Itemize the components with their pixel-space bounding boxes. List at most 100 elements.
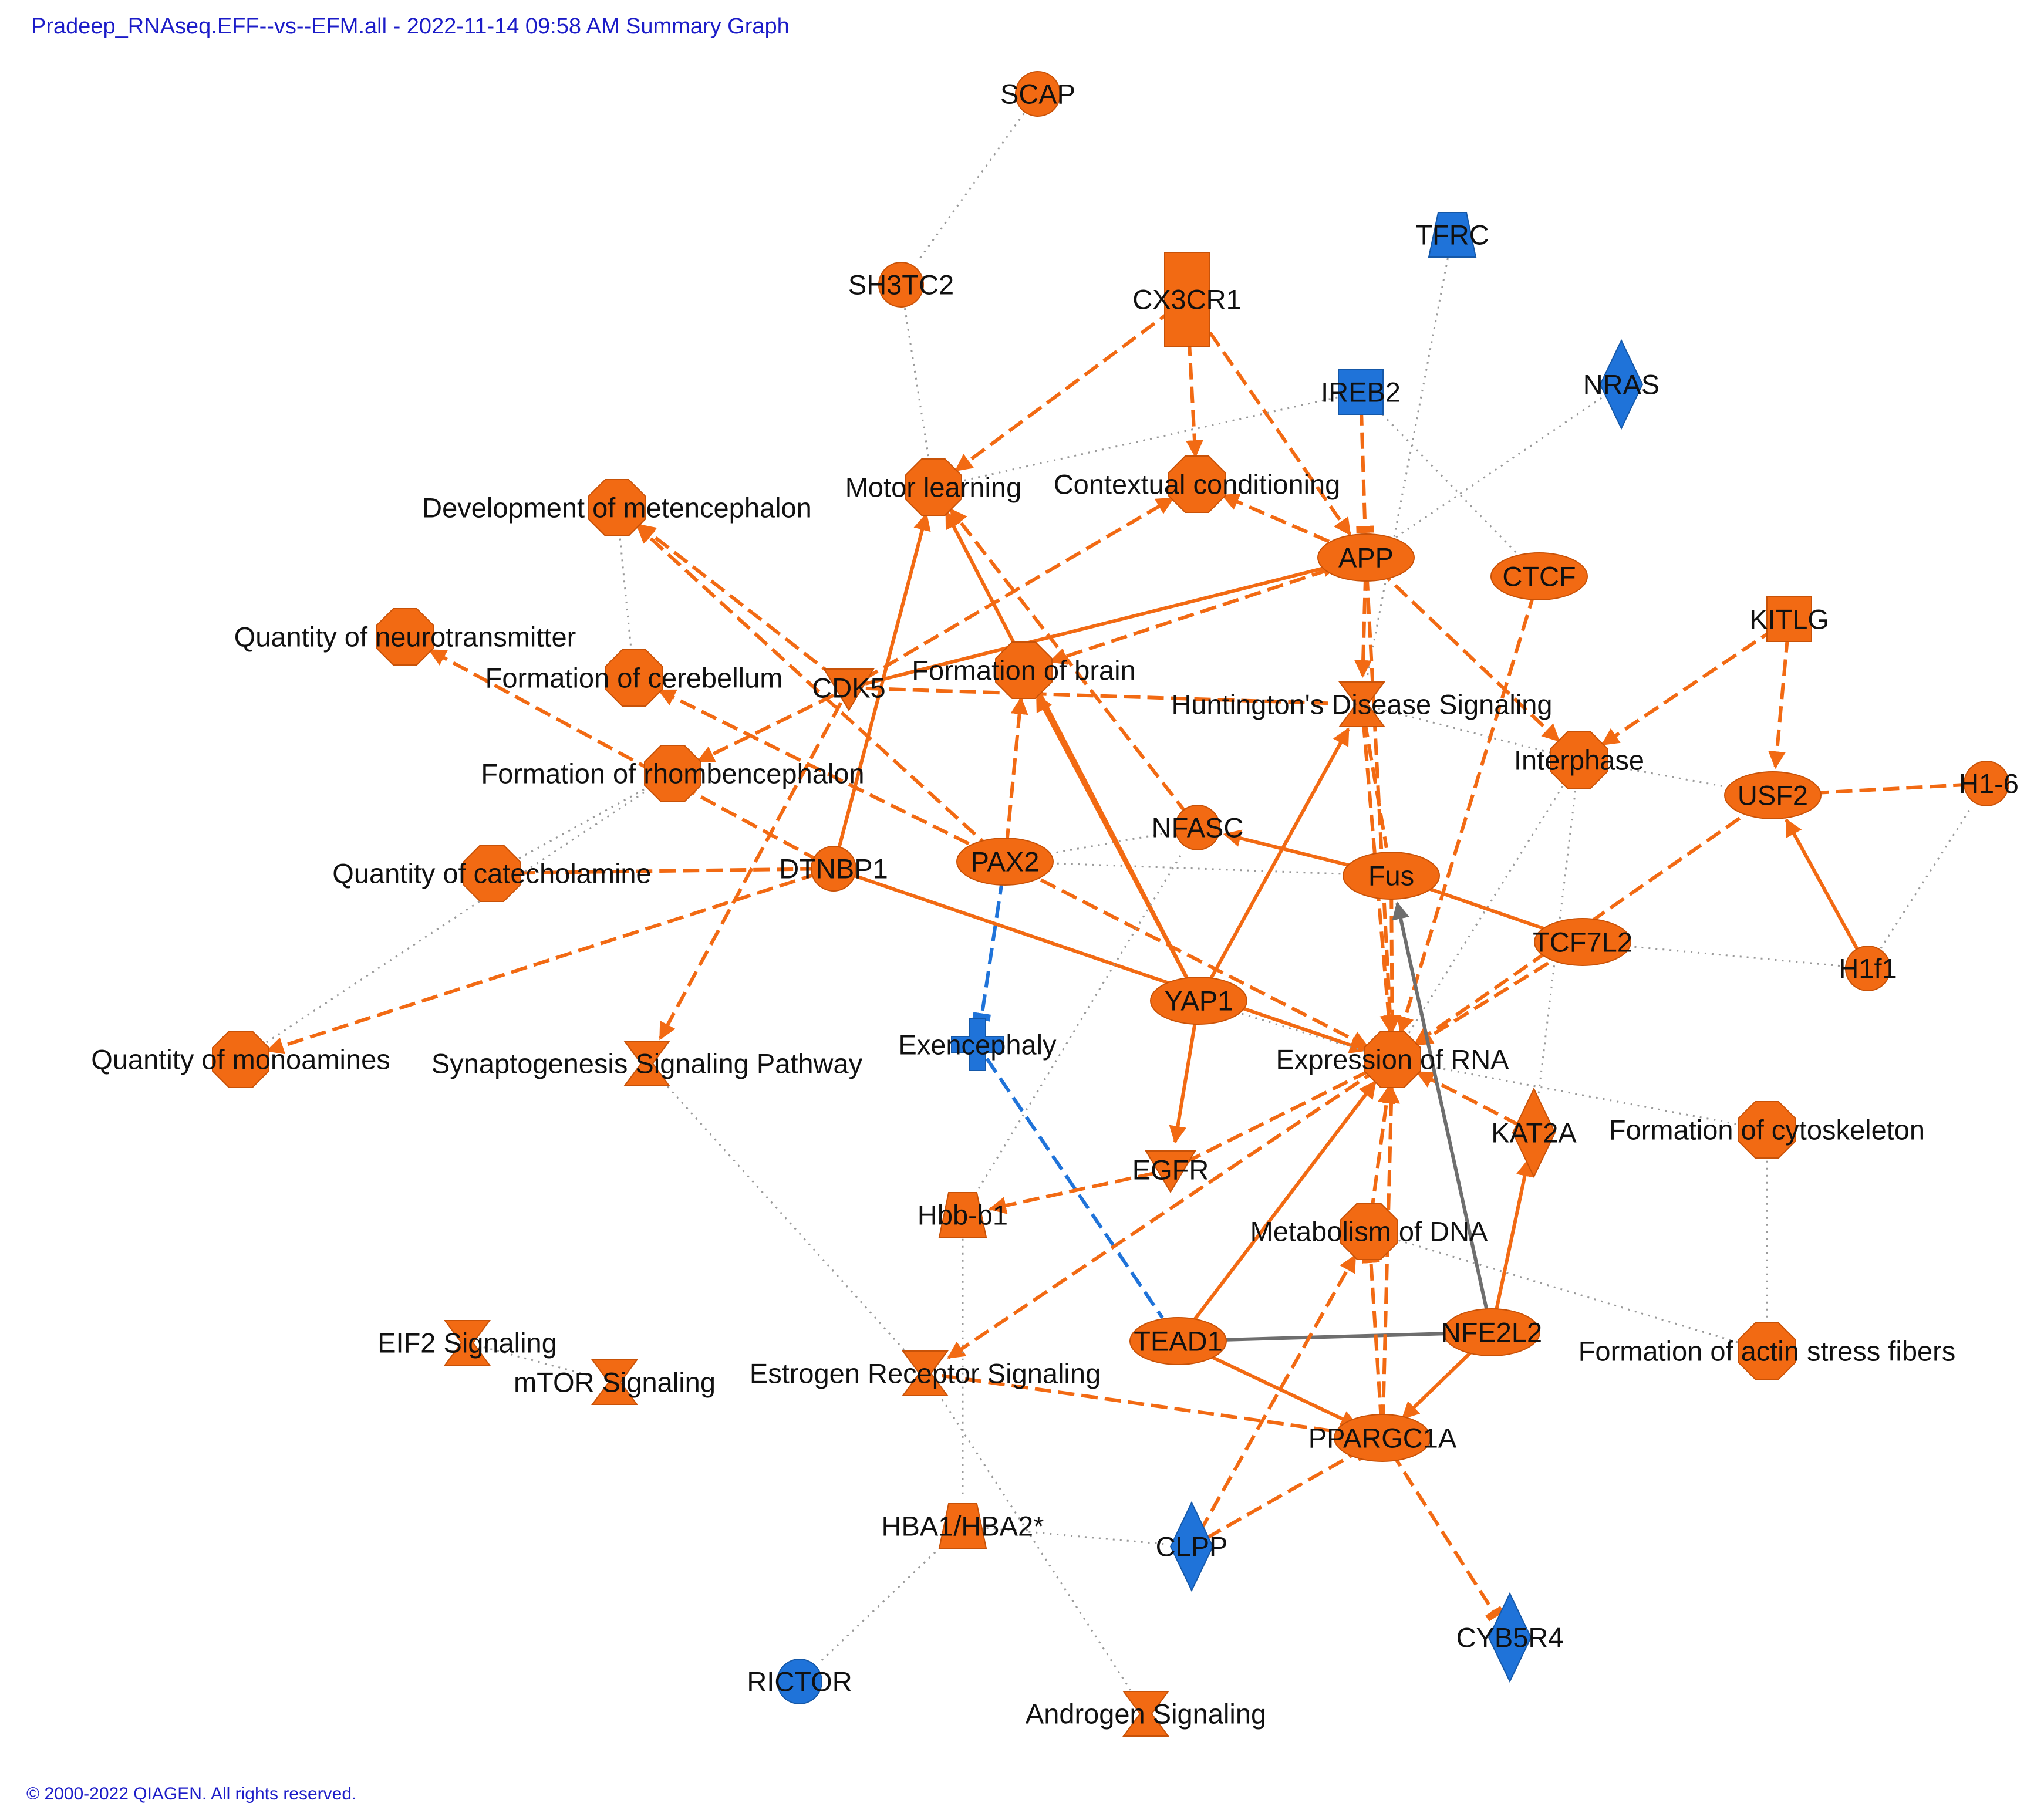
node-nfe2l2-label: NFE2L2 xyxy=(1441,1317,1542,1348)
node-estrogen[interactable]: Estrogen Receptor Signaling xyxy=(750,1350,1101,1396)
edge-app-to-exprrna xyxy=(1365,574,1399,1034)
node-qcat[interactable]: Quantity of catecholamine xyxy=(332,845,652,902)
node-formbrain-shape xyxy=(995,641,1053,699)
node-scap[interactable]: SCAP xyxy=(1000,71,1075,117)
node-tfrc-label: TFRC xyxy=(1415,220,1489,251)
edge-nfe2l2-to-fus xyxy=(1392,901,1490,1316)
node-tead1[interactable]: TEAD1 xyxy=(1129,1317,1227,1365)
edge-ireb2-to-ctcf xyxy=(1371,403,1520,557)
node-dtnbp1[interactable]: DTNBP1 xyxy=(779,846,888,892)
node-kitlg[interactable]: KITLG xyxy=(1749,596,1829,642)
node-ppargc1a[interactable]: PPARGC1A xyxy=(1308,1414,1457,1462)
node-h16-label: H1-6 xyxy=(1959,768,2019,799)
node-androgen[interactable]: Androgen Signaling xyxy=(1026,1691,1266,1737)
node-clpp[interactable]: CLPP xyxy=(1156,1501,1228,1592)
node-formcyto[interactable]: Formation of cytoskeleton xyxy=(1609,1101,1925,1159)
edge-cdk5-to-devmet xyxy=(638,524,837,679)
edge-qmono-to-formrhomb xyxy=(254,788,650,1051)
node-kat2a[interactable]: KAT2A xyxy=(1491,1087,1577,1179)
edge-app-to-huntington xyxy=(1354,574,1372,678)
node-tfrc-shape xyxy=(1428,212,1477,258)
node-context[interactable]: Contextual conditioning xyxy=(1054,455,1341,513)
node-formcereb[interactable]: Formation of cerebellum xyxy=(485,649,783,707)
node-tcf7l2-label: TCF7L2 xyxy=(1533,927,1632,958)
node-formrhomb[interactable]: Formation of rhombencephalon xyxy=(481,745,865,802)
node-devmet[interactable]: Development of metencephalon xyxy=(422,479,812,536)
edge-yap1-to-exprrna xyxy=(1215,1004,1366,1052)
node-huntington[interactable]: Huntington's Disease Signaling xyxy=(1171,681,1553,727)
node-nfe2l2-shape xyxy=(1443,1308,1540,1356)
node-hba-shape xyxy=(938,1503,987,1549)
node-metadna-label: Metabolism of DNA xyxy=(1250,1216,1488,1247)
node-nfe2l2[interactable]: NFE2L2 xyxy=(1441,1308,1542,1356)
node-pax2[interactable]: PAX2 xyxy=(956,838,1054,886)
edge-nfasc-to-motor xyxy=(949,508,1189,816)
node-yap1-shape xyxy=(1150,977,1247,1025)
edge-tcf7l2-to-h1f1 xyxy=(1599,943,1840,967)
node-cdk5[interactable]: CDK5 xyxy=(812,668,886,711)
node-huntington-label: Huntington's Disease Signaling xyxy=(1171,689,1552,720)
node-clpp-label: CLPP xyxy=(1156,1531,1228,1562)
node-usf2[interactable]: USF2 xyxy=(1724,771,1822,819)
node-formactin[interactable]: Formation of actin stress fibers xyxy=(1578,1322,1956,1380)
node-hbb[interactable]: Hbb-b1 xyxy=(918,1192,1008,1238)
edge-dtnbp1-to-qneuro xyxy=(428,649,820,862)
node-eif2-shape xyxy=(444,1320,491,1366)
node-cx3cr1[interactable]: CX3CR1 xyxy=(1132,252,1242,347)
node-metadna[interactable]: Metabolism of DNA xyxy=(1250,1203,1488,1260)
node-formrhomb-label: Formation of rhombencephalon xyxy=(481,758,864,789)
node-yap1[interactable]: YAP1 xyxy=(1150,977,1247,1025)
node-cdk5-shape xyxy=(823,668,875,711)
node-rictor[interactable]: RICTOR xyxy=(747,1659,852,1704)
node-qneuro-shape xyxy=(376,608,434,666)
node-nras-shape xyxy=(1599,339,1644,430)
edge-kitlg-to-usf2 xyxy=(1768,636,1790,769)
node-nfasc[interactable]: NFASC xyxy=(1152,805,1244,850)
node-motor-label: Motor learning xyxy=(845,472,1021,503)
node-qmono[interactable]: Quantity of monoamines xyxy=(91,1031,390,1088)
node-exprrna-shape xyxy=(1364,1031,1421,1088)
node-sh3tc2[interactable]: SH3TC2 xyxy=(848,262,954,308)
node-cyb5r4[interactable]: CYB5R4 xyxy=(1456,1592,1564,1683)
node-sh3tc2-label: SH3TC2 xyxy=(848,269,954,300)
node-formactin-shape xyxy=(1738,1322,1796,1380)
node-fus[interactable]: Fus xyxy=(1343,852,1440,900)
node-motor[interactable]: Motor learning xyxy=(845,458,1021,516)
node-eif2[interactable]: EIF2 Signaling xyxy=(377,1320,557,1366)
node-egfr[interactable]: EGFR xyxy=(1132,1150,1209,1193)
node-qneuro[interactable]: Quantity of neurotransmitter xyxy=(234,608,576,666)
node-motor-shape xyxy=(905,458,962,516)
node-synapto[interactable]: Synaptogenesis Signaling Pathway xyxy=(431,1041,863,1086)
node-fus-shape xyxy=(1343,852,1440,900)
node-tfrc[interactable]: TFRC xyxy=(1415,212,1489,258)
node-app-label: APP xyxy=(1338,542,1394,573)
node-androgen-label: Androgen Signaling xyxy=(1026,1699,1266,1730)
node-fus-label: Fus xyxy=(1368,860,1414,892)
edge-hba-to-clpp xyxy=(979,1527,1164,1545)
node-ppargc1a-shape xyxy=(1334,1414,1431,1462)
node-scap-shape xyxy=(1015,71,1061,117)
edge-yap1-to-huntington xyxy=(1205,727,1350,987)
node-formbrain[interactable]: Formation of brain xyxy=(912,641,1136,699)
edge-pax2-to-formbrain xyxy=(1004,696,1028,845)
node-interphase[interactable]: Interphase xyxy=(1514,731,1644,789)
node-mtor[interactable]: mTOR Signaling xyxy=(514,1359,716,1405)
node-nras[interactable]: NRAS xyxy=(1583,339,1660,430)
node-kitlg-label: KITLG xyxy=(1749,604,1829,635)
edge-huntington-to-interphase xyxy=(1378,707,1552,754)
node-app[interactable]: APP xyxy=(1317,533,1415,582)
node-h1f1[interactable]: H1f1 xyxy=(1839,946,1897,991)
node-exprrna[interactable]: Expression of RNA xyxy=(1276,1031,1509,1088)
node-hba[interactable]: HBA1/HBA2* xyxy=(882,1503,1044,1549)
node-mtor-label: mTOR Signaling xyxy=(514,1367,716,1398)
node-hba-label: HBA1/HBA2* xyxy=(882,1511,1044,1542)
node-rictor-shape xyxy=(777,1659,822,1704)
node-h16[interactable]: H1-6 xyxy=(1959,761,2019,806)
node-ireb2[interactable]: IREB2 xyxy=(1321,369,1401,415)
node-tcf7l2[interactable]: TCF7L2 xyxy=(1533,918,1632,966)
node-egfr-label: EGFR xyxy=(1132,1154,1209,1186)
edge-pax2-to-exencephaly xyxy=(972,878,1004,1022)
edge-dtnbp1-to-exprrna xyxy=(849,872,1368,1053)
node-exencephaly[interactable]: Exencephaly xyxy=(898,1018,1057,1071)
node-ctcf[interactable]: CTCF xyxy=(1490,552,1588,600)
